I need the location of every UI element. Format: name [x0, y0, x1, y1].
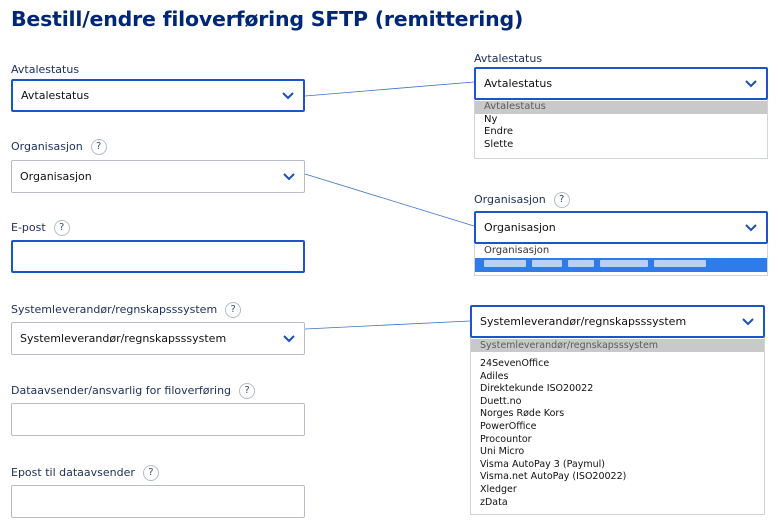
redacted-text [568, 260, 594, 268]
avtalestatus-select[interactable]: Avtalestatus [11, 79, 305, 112]
page-title: Bestill/endre filoverføring SFTP (remitt… [11, 7, 524, 31]
dropdown-option[interactable]: Avtalestatus [475, 101, 767, 114]
dropdown-option[interactable]: Procountor [480, 433, 532, 445]
connector-systemleverandor [304, 320, 471, 330]
dataavsender-input[interactable] [11, 403, 305, 436]
epost-dataavsender-label-row: Epost til dataavsender? [11, 465, 159, 481]
dropdown-option-redacted[interactable] [475, 257, 767, 272]
callout-avtalestatus-dropdown: Avtalestatus Ny Endre Slette [474, 100, 768, 159]
callout-avtalestatus-value: Avtalestatus [484, 77, 553, 90]
chevron-down-icon [283, 172, 295, 180]
epost-input[interactable] [11, 240, 305, 273]
epost-label-row: E-post? [11, 220, 70, 236]
callout-organisasjon-value: Organisasjon [484, 221, 556, 234]
systemleverandor-label: Systemleverandør/regnskapsssystem [11, 303, 218, 316]
dropdown-option[interactable]: Visma AutoPay 3 (Paymul) [480, 458, 605, 470]
help-icon[interactable]: ? [553, 192, 570, 208]
epost-dataavsender-input[interactable] [11, 485, 305, 518]
dropdown-option[interactable]: Duett.no [480, 395, 522, 407]
redacted-text [532, 260, 562, 268]
redacted-text [600, 260, 648, 268]
dataavsender-label-row: Dataavsender/ansvarlig for filoverføring… [11, 383, 256, 399]
systemleverandor-label-row: Systemleverandør/regnskapsssystem? [11, 302, 242, 318]
connector-organisasjon [304, 173, 475, 227]
dropdown-option[interactable]: Ny [484, 113, 498, 125]
callout-systemleverandor-dropdown: Systemleverandør/regnskapsssystem 24Seve… [470, 338, 765, 515]
dropdown-option[interactable]: PowerOffice [480, 420, 537, 432]
help-icon[interactable]: ? [90, 139, 107, 155]
callout-avtalestatus-label: Avtalestatus [474, 52, 543, 65]
redacted-text [654, 260, 706, 268]
dropdown-option[interactable]: Adiles [480, 370, 509, 382]
callout-organisasjon-select[interactable]: Organisasjon [474, 211, 768, 244]
dataavsender-label: Dataavsender/ansvarlig for filoverføring [11, 384, 232, 397]
dropdown-option[interactable]: zData [480, 496, 508, 508]
dropdown-option[interactable]: Xledger [480, 483, 517, 495]
help-icon[interactable]: ? [53, 220, 70, 236]
chevron-down-icon [283, 334, 295, 342]
dropdown-option[interactable]: 24SevenOffice [480, 358, 550, 369]
organisasjon-label: Organisasjon [11, 140, 83, 153]
help-icon[interactable]: ? [239, 383, 256, 399]
epost-label: E-post [11, 221, 46, 234]
callout-organisasjon-label-row: Organisasjon? [474, 192, 570, 208]
redacted-text [484, 260, 526, 268]
callout-organisasjon-label: Organisasjon [474, 193, 546, 206]
connector-avtalestatus [304, 81, 475, 97]
help-icon[interactable]: ? [225, 302, 242, 318]
callout-avtalestatus-select[interactable]: Avtalestatus [474, 67, 768, 100]
dropdown-option[interactable]: Endre [484, 126, 514, 138]
dropdown-option[interactable]: Visma.net AutoPay (ISO20022) [480, 471, 627, 483]
dropdown-option[interactable]: Slette [484, 138, 514, 150]
chevron-down-icon [282, 91, 294, 99]
systemleverandor-select-value: Systemleverandør/regnskapsssystem [20, 332, 227, 345]
dropdown-option[interactable]: Norges Røde Kors [480, 408, 565, 420]
help-icon[interactable]: ? [142, 465, 159, 481]
organisasjon-select-value: Organisasjon [20, 170, 92, 183]
callout-systemleverandor-value: Systemleverandør/regnskapsssystem [480, 315, 687, 328]
dropdown-option[interactable]: Organisasjon [484, 245, 550, 256]
chevron-down-icon [745, 79, 757, 87]
avtalestatus-label: Avtalestatus [11, 63, 80, 76]
dropdown-option[interactable]: Uni Micro [480, 446, 525, 458]
chevron-down-icon [745, 223, 757, 231]
dropdown-option[interactable]: Systemleverandør/regnskapsssystem [471, 339, 764, 352]
callout-systemleverandor-select[interactable]: Systemleverandør/regnskapsssystem [470, 305, 765, 338]
chevron-down-icon [742, 317, 754, 325]
dropdown-option[interactable]: Direktekunde ISO20022 [480, 383, 594, 395]
epost-dataavsender-label: Epost til dataavsender [11, 466, 135, 479]
organisasjon-label-row: Organisasjon? [11, 139, 107, 155]
avtalestatus-select-value: Avtalestatus [21, 89, 90, 102]
organisasjon-select[interactable]: Organisasjon [11, 160, 305, 193]
systemleverandor-select[interactable]: Systemleverandør/regnskapsssystem [11, 322, 305, 355]
callout-organisasjon-dropdown: Organisasjon [474, 244, 768, 276]
